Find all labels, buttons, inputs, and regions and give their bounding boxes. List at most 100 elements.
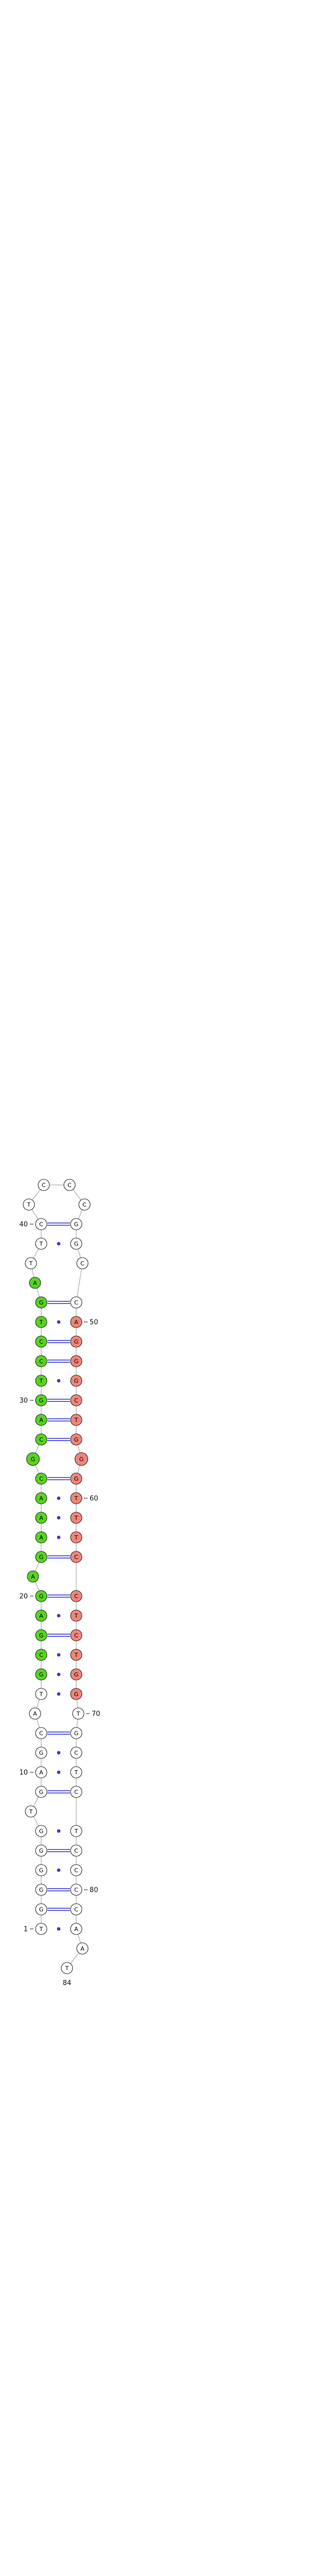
nucleotide-base: A xyxy=(31,1573,35,1580)
nucleotide-base: A xyxy=(39,1613,43,1619)
nucleotide-circle xyxy=(61,1962,73,1974)
nucleotide-circle xyxy=(35,1668,47,1681)
nucleotide-circle xyxy=(35,1766,47,1778)
nucleotide-base: G xyxy=(74,1338,79,1345)
nucleotide-circle xyxy=(35,1335,47,1348)
nucleotide-base: T xyxy=(76,1710,80,1717)
nucleotide-base: G xyxy=(39,1671,44,1678)
nucleotide-circle xyxy=(35,1786,47,1798)
nucleotide-base: C xyxy=(39,1436,43,1443)
nucleotide-base: C xyxy=(67,1182,72,1189)
nucleotide-circle xyxy=(70,1609,82,1622)
nucleotide-circle xyxy=(70,1590,82,1602)
nucleotide-base: T xyxy=(74,1515,78,1521)
nucleotide-circle xyxy=(35,1649,47,1661)
nucleotide-circle xyxy=(23,1198,35,1211)
nucleotide-base: C xyxy=(74,1906,78,1913)
nucleotide-base: G xyxy=(74,1476,79,1482)
nucleotide-base: T xyxy=(39,1241,43,1247)
basepair-dot xyxy=(57,1672,61,1676)
nucleotide-circle xyxy=(27,1570,39,1583)
nucleotide-circle xyxy=(70,1864,82,1876)
nucleotide-base: G xyxy=(39,1906,44,1913)
nucleotide-base: T xyxy=(74,1652,78,1658)
nucleotide-circle xyxy=(70,1551,82,1563)
nucleotide-base: A xyxy=(39,1769,43,1776)
nucleotide-base: C xyxy=(74,1397,78,1404)
nucleotide-circle xyxy=(70,1531,82,1544)
nucleotide-base: C xyxy=(39,1730,43,1737)
nucleotide-circle xyxy=(35,1609,47,1622)
nucleotide-base: C xyxy=(74,1593,78,1600)
nucleotide-circle xyxy=(70,1903,82,1916)
nucleotide-base: G xyxy=(39,1789,44,1795)
nucleotide-base: T xyxy=(29,1808,33,1815)
basepair-dot xyxy=(57,1242,61,1246)
basepair-dot xyxy=(57,1320,61,1324)
nucleotide-base: G xyxy=(74,1241,79,1247)
nucleotide-circle xyxy=(70,1472,82,1485)
nucleotide-circle xyxy=(35,1218,47,1230)
nucleotide-base: T xyxy=(74,1417,78,1423)
nucleotide-circle xyxy=(35,1864,47,1876)
nucleotide-base: T xyxy=(65,1965,69,1972)
nucleotide-circle xyxy=(35,1903,47,1916)
nucleotide-circle xyxy=(70,1218,82,1230)
nucleotide-base: A xyxy=(39,1515,43,1521)
nucleotide-circle xyxy=(35,1629,47,1641)
nucleotide-base: T xyxy=(39,1926,43,1933)
nucleotide-circle xyxy=(35,1747,47,1759)
basepair-dot xyxy=(57,1829,61,1833)
position-label: 40 xyxy=(19,1221,28,1229)
position-label: 10 xyxy=(19,1769,28,1777)
nucleotide-base: A xyxy=(74,1319,78,1326)
nucleotide-circle xyxy=(76,1257,89,1269)
nucleotide-base: C xyxy=(74,1299,78,1306)
basepair-dot xyxy=(57,1751,61,1755)
nucleotide-base: G xyxy=(74,1378,79,1384)
nucleotide-circle xyxy=(35,1394,47,1406)
nucleotide-circle xyxy=(35,1472,47,1485)
nucleotide-base: G xyxy=(39,1554,44,1561)
nucleotide-circle xyxy=(35,1727,47,1739)
nucleotide-base: G xyxy=(74,1730,79,1737)
nucleotide-circle xyxy=(70,1433,82,1446)
nucleotide-circle xyxy=(35,1375,47,1387)
position-label: 60 xyxy=(90,1495,98,1503)
basepair-dot xyxy=(57,1614,61,1618)
nucleotide-base: A xyxy=(33,1710,37,1717)
position-label: 30 xyxy=(19,1397,28,1405)
nucleotide-base: T xyxy=(74,1495,78,1502)
nucleotide-circle xyxy=(35,1923,47,1935)
basepair-dot xyxy=(57,1496,61,1500)
nucleotide-base: C xyxy=(74,1848,78,1854)
backbone-segment xyxy=(76,1263,83,1303)
nucleotide-circle xyxy=(63,1179,76,1191)
nucleotide-circle xyxy=(70,1375,82,1387)
nucleotide-circle xyxy=(72,1707,84,1720)
nucleotide-base: G xyxy=(74,1436,79,1443)
nucleotide-circle xyxy=(70,1884,82,1896)
nucleotide-base: A xyxy=(80,1945,84,1952)
nucleotide-base: G xyxy=(31,1456,36,1463)
nucleotide-base: T xyxy=(74,1769,78,1776)
nucleotide-base: C xyxy=(42,1182,46,1189)
nucleotide-circle xyxy=(70,1844,82,1857)
nucleotide-circle xyxy=(35,1492,47,1504)
nucleotide-circle xyxy=(70,1335,82,1348)
nucleotide-circle xyxy=(35,1238,47,1250)
nucleotide-circle xyxy=(35,1531,47,1544)
nucleotide-base: A xyxy=(74,1926,78,1933)
nucleotide-circle xyxy=(70,1296,82,1309)
nucleotide-circle xyxy=(38,1179,50,1191)
nucleotide-circle xyxy=(78,1198,91,1211)
nucleotide-base: G xyxy=(74,1671,79,1678)
nucleotide-circle xyxy=(35,1688,47,1700)
nucleotide-base: G xyxy=(74,1358,79,1365)
nucleotide-base: C xyxy=(39,1652,43,1658)
basepair-dot xyxy=(57,1868,61,1872)
basepair-dot xyxy=(57,1770,61,1774)
nucleotide-circle xyxy=(70,1786,82,1798)
nucleotide-base: C xyxy=(74,1789,78,1795)
nucleotide-circle xyxy=(35,1316,47,1328)
